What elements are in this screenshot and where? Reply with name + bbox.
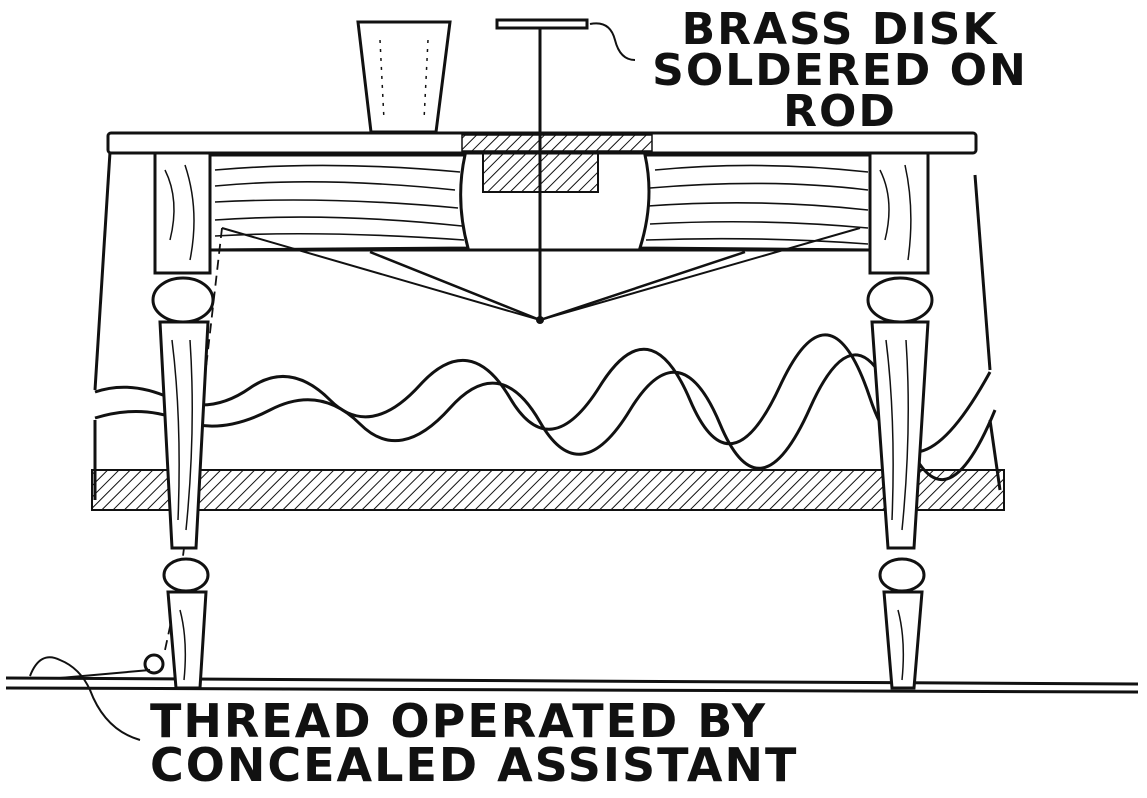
table-leg-left xyxy=(143,151,215,690)
rod-with-disk xyxy=(495,18,636,324)
thread-label-line-1: THREAD OPERATED BY xyxy=(150,694,768,748)
table-cloth xyxy=(91,151,1005,511)
brass-disk-label-line-2: SOLDERED ON xyxy=(652,45,1028,96)
brass-disk-label-line-1: BRASS DISK xyxy=(681,4,999,55)
table-top xyxy=(106,131,978,155)
tumbler-glass xyxy=(356,20,452,134)
table-leg-right xyxy=(866,151,934,690)
hidden-thread xyxy=(164,227,870,651)
floor-thread-leader xyxy=(29,656,151,741)
brass-disk-label: BRASS DISK SOLDERED ON ROD xyxy=(605,4,1075,137)
thread-label-line-2: CONCEALED ASSISTANT xyxy=(150,738,799,792)
brass-disk-label-line-3: ROD xyxy=(783,86,897,137)
thread-label: THREAD OPERATED BY CONCEALED ASSISTANT xyxy=(150,694,799,792)
